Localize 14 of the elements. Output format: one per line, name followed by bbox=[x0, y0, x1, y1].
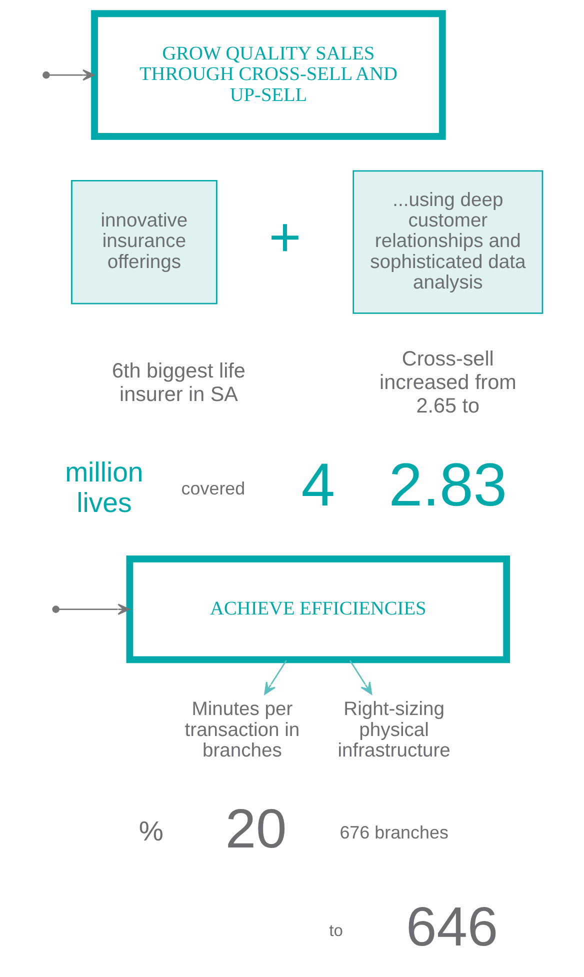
label: % bbox=[138, 816, 163, 847]
node-text: Right-sizing physical infrastructure bbox=[337, 699, 450, 762]
label: Cross-sell increased from 2.65 to bbox=[379, 348, 516, 418]
label: + bbox=[268, 206, 301, 268]
label: covered bbox=[180, 478, 245, 499]
label: million lives bbox=[64, 456, 143, 518]
node-text: Minutes per transaction in branches bbox=[184, 699, 300, 762]
label: to bbox=[328, 920, 342, 940]
label: 676 branches bbox=[339, 822, 448, 842]
label: 6th biggest life insurer in SA bbox=[112, 359, 245, 406]
label: 4 bbox=[300, 450, 335, 518]
label: 2.83 bbox=[388, 450, 507, 518]
label: 20 bbox=[224, 797, 286, 860]
label: 646 bbox=[406, 895, 498, 958]
